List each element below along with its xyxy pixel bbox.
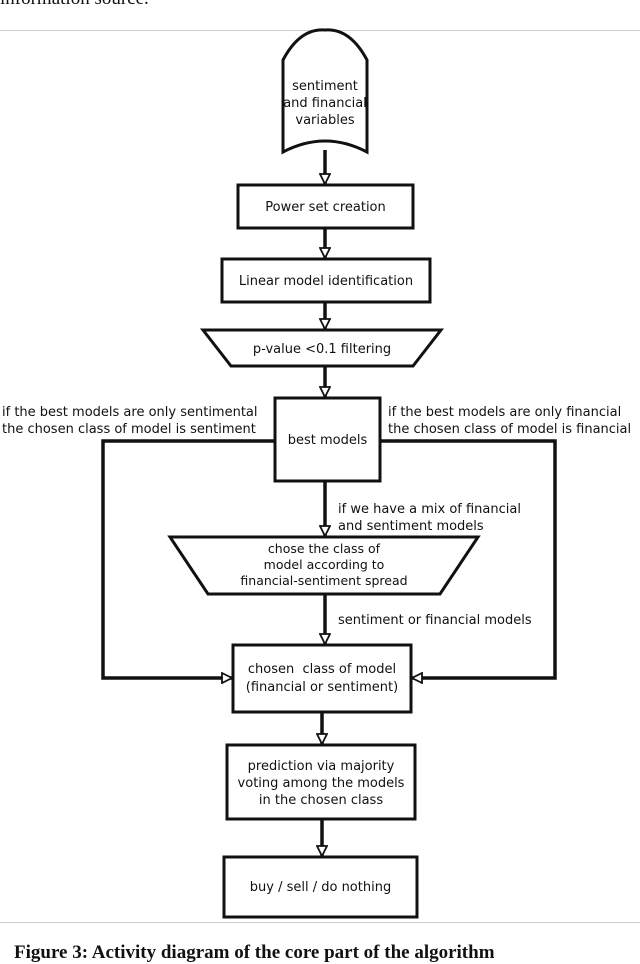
node-chosen-class: chosen class of model (financial or sent… xyxy=(231,643,413,714)
node-power-set-creation: Power set creation xyxy=(236,183,415,230)
output-label: sentiment or financial models xyxy=(338,613,532,628)
right-branch-label-line-2: the chosen class of model is financial xyxy=(388,422,631,437)
bottom-divider xyxy=(0,922,640,923)
chose-class-trapezoid xyxy=(167,535,481,596)
left-branch-label-line-2: the chosen class of model is sentiment xyxy=(2,422,256,437)
chosen-class-box xyxy=(231,643,413,714)
edge-best-models-left-branch xyxy=(101,439,275,678)
right-branch-label-line-1: if the best models are only financial xyxy=(388,405,621,420)
edge-labels: if the best models are only sentimental … xyxy=(2,405,631,628)
data-source-cylinder-shape xyxy=(281,28,369,155)
data-source-label-line-1: sentiment xyxy=(292,79,358,94)
power-set-label: Power set creation xyxy=(265,200,386,215)
prediction-box xyxy=(225,743,417,821)
linear-model-label: Linear model identification xyxy=(239,274,413,289)
pvalue-filter-trapezoid xyxy=(199,328,445,368)
data-source-label-line-3: variables xyxy=(295,113,354,128)
node-linear-model-identification: Linear model identification xyxy=(220,257,432,304)
linear-model-box xyxy=(220,257,432,304)
node-best-models: best models xyxy=(273,396,382,483)
prediction-label-line-1: prediction via majority xyxy=(248,759,395,774)
activity-diagram: sentiment and financial variables Power … xyxy=(2,28,631,919)
edge-best-models-right-branch xyxy=(380,439,557,678)
figure-caption: Figure 3: Activity diagram of the core p… xyxy=(14,942,495,963)
pvalue-filter-label: p-value <0.1 filtering xyxy=(253,342,391,357)
chosen-class-label-line-2: (financial or sentiment) xyxy=(246,680,398,695)
node-data-source: sentiment and financial variables xyxy=(281,28,369,155)
node-chose-class: chose the class of model according to fi… xyxy=(167,535,481,596)
left-branch-label-line-1: if the best models are only sentimental xyxy=(2,405,258,420)
edges xyxy=(101,150,557,856)
mix-label-line-1: if we have a mix of financial xyxy=(338,502,521,517)
prediction-label-line-3: in the chosen class xyxy=(259,793,383,808)
chose-class-label-line-2: model according to xyxy=(264,557,385,572)
power-set-box xyxy=(236,183,415,230)
prediction-label-line-2: voting among the models xyxy=(238,776,405,791)
node-action: buy / sell / do nothing xyxy=(222,855,419,919)
chosen-class-label-line-1: chosen class of model xyxy=(248,662,396,677)
chose-class-label-line-3: financial-sentiment spread xyxy=(240,573,407,588)
mix-label-line-2: and sentiment models xyxy=(338,519,484,534)
data-source-label-line-2: and financial xyxy=(283,96,367,111)
preceding-text-fragment: information source. xyxy=(0,0,149,10)
node-pvalue-filtering: p-value <0.1 filtering xyxy=(199,328,445,368)
action-box xyxy=(222,855,419,919)
chose-class-label-line-1: chose the class of xyxy=(268,541,381,556)
node-prediction: prediction via majority voting among the… xyxy=(225,743,417,821)
best-models-label: best models xyxy=(288,433,368,448)
action-label: buy / sell / do nothing xyxy=(250,880,391,895)
